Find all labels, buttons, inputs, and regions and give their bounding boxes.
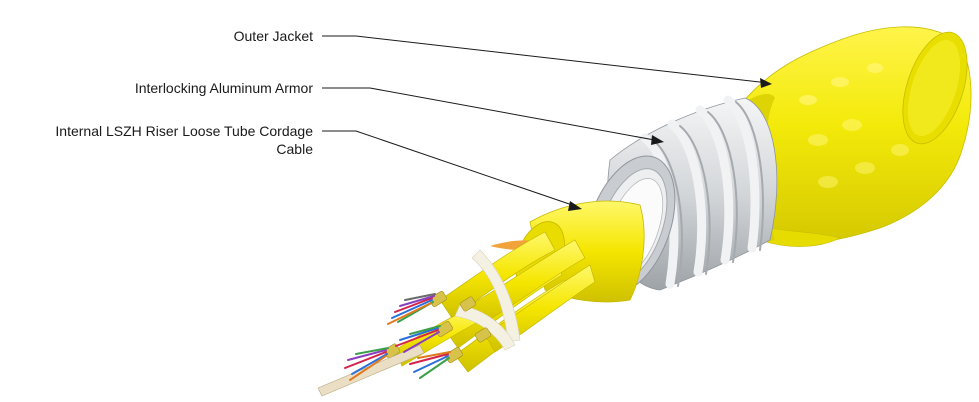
- aluminum-armor-leader: [322, 87, 661, 142]
- outer-jacket-label: Outer Jacket: [233, 28, 313, 44]
- leader-arrowheads: [568, 78, 772, 211]
- armor-convolutions: [640, 95, 764, 289]
- binder-tape: [471, 249, 521, 343]
- internal-cordage-cable: [317, 200, 645, 397]
- cordage-cable-leader: [322, 130, 579, 208]
- central-strength-member: [317, 344, 425, 397]
- subunit-end-caps: [383, 290, 492, 364]
- outer-jacket-leader: [322, 35, 769, 84]
- aluminum-armor-label: Interlocking Aluminum Armor: [134, 80, 313, 96]
- cordage-subunits: [394, 231, 596, 373]
- colored-fibers: [344, 293, 451, 381]
- cordage-cable-label: Internal LSZH Riser Loose Tube Cordage C…: [55, 123, 313, 157]
- callout-leader-lines: [322, 35, 769, 208]
- outer-jacket: [739, 26, 972, 247]
